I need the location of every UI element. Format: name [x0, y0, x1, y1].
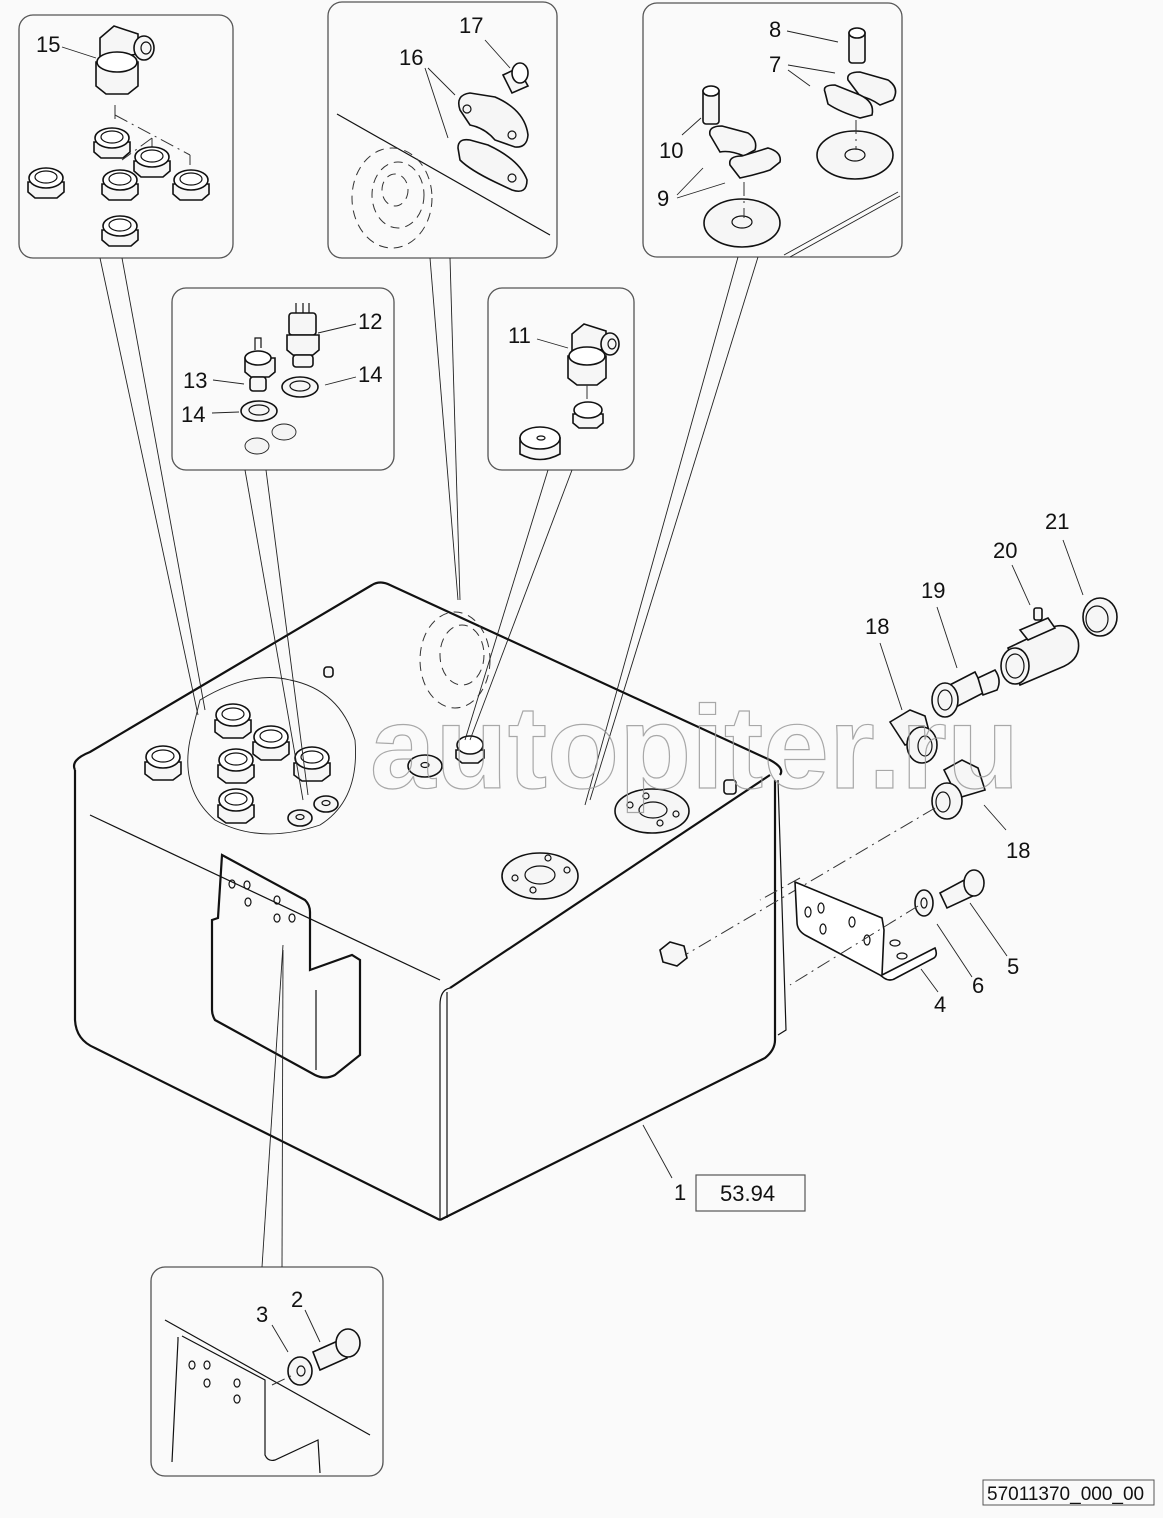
callout-8[interactable]: 8 — [769, 17, 781, 42]
callout-17[interactable]: 17 — [459, 13, 483, 38]
pressure-switch-12 — [286, 303, 320, 368]
tank-reference: 1 53.94 — [642, 1124, 806, 1212]
callout-18[interactable]: 18 — [1006, 838, 1030, 863]
detail-panel-2-3: 3 2 — [150, 1266, 384, 1477]
hydraulic-tank[interactable] — [72, 581, 787, 1221]
callout-7[interactable]: 7 — [769, 52, 781, 77]
cap-screw-17 — [501, 62, 530, 95]
plug-nuts — [27, 127, 210, 247]
callout-9[interactable]: 9 — [657, 186, 669, 211]
watermark: autopiter.ru — [370, 682, 1019, 814]
callout-14[interactable]: 14 — [358, 362, 382, 387]
tank-vent-plug — [723, 779, 737, 795]
detail-panel-15: 15 — [18, 14, 234, 259]
callout-12[interactable]: 12 — [358, 309, 382, 334]
callout-20[interactable]: 20 — [993, 538, 1017, 563]
callout-10[interactable]: 10 — [659, 138, 683, 163]
callout-1[interactable]: 1 — [674, 1180, 686, 1205]
bracket-4 — [794, 880, 938, 981]
elbow-fitting-11 — [567, 323, 620, 386]
callout-4[interactable]: 4 — [934, 992, 946, 1017]
callout-5[interactable]: 5 — [1007, 954, 1019, 979]
drawing-code: 57011370_000_00 — [987, 1484, 1144, 1505]
adapter-19 — [931, 668, 1000, 718]
callout-19[interactable]: 19 — [921, 578, 945, 603]
bolt-5 — [938, 869, 985, 910]
drain-plug — [659, 941, 688, 967]
temp-sender-13 — [244, 337, 276, 392]
split-flange-9 — [708, 125, 782, 179]
tank-flange-port-rear — [614, 788, 690, 834]
bolt-2 — [311, 1328, 361, 1372]
elbow-fitting-15 — [95, 25, 155, 95]
plug-cap — [519, 426, 561, 461]
detail-panel-11: 11 — [487, 287, 635, 471]
callout-21[interactable]: 21 — [1045, 509, 1069, 534]
callout-11[interactable]: 11 — [508, 323, 531, 348]
drawing-code-box: 57011370_000_00 — [982, 1479, 1155, 1506]
bracket-assembly: 5 6 4 — [759, 869, 1019, 1017]
sealing-washer-14 — [240, 376, 319, 422]
elbow-fitting-18b — [931, 759, 987, 820]
cap-screw-10 — [702, 85, 720, 125]
cap-screw-8 — [848, 27, 866, 64]
callout-2[interactable]: 2 — [291, 1287, 303, 1312]
callout-14[interactable]: 14 — [181, 402, 205, 427]
callout-15[interactable]: 15 — [36, 32, 60, 57]
callout-16[interactable]: 16 — [399, 45, 423, 70]
detail-panel-7-10: 8 7 10 9 — [642, 2, 903, 258]
reference-page-link[interactable]: 53.94 — [720, 1181, 775, 1206]
washer-3 — [287, 1356, 313, 1386]
hidden-flange — [351, 147, 433, 249]
split-flange-16 — [457, 92, 529, 193]
detail-panel-16-17: 17 16 — [327, 1, 558, 259]
callout-18[interactable]: 18 — [865, 614, 889, 639]
callout-13[interactable]: 13 — [183, 368, 207, 393]
callout-3[interactable]: 3 — [256, 1302, 268, 1327]
panel-leaders — [99, 256, 759, 1268]
tank-vent-plug — [323, 666, 334, 678]
tank-mounting-bracket — [210, 853, 362, 1079]
fitting-chain: 18 19 20 21 18 — [684, 509, 1118, 956]
split-flange-7 — [823, 71, 897, 119]
cap-nut-21 — [1082, 597, 1118, 637]
ball-valve-20 — [1000, 607, 1080, 687]
detail-panel-12-14: 12 13 14 14 — [171, 287, 395, 471]
callout-6[interactable]: 6 — [972, 973, 984, 998]
tank-flange-port-front — [501, 852, 579, 900]
washer-6 — [914, 889, 934, 917]
elbow-fitting-18a — [888, 709, 938, 764]
